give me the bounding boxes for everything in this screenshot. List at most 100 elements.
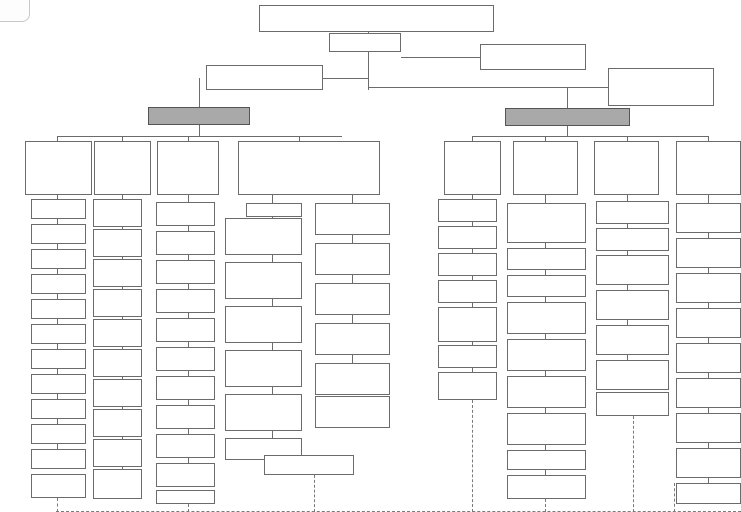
connector-line <box>188 226 189 232</box>
org-node[interactable] <box>438 372 497 400</box>
org-node[interactable] <box>225 438 302 460</box>
org-node[interactable] <box>225 262 302 299</box>
org-node[interactable] <box>596 392 669 416</box>
org-node[interactable] <box>31 424 86 444</box>
org-node[interactable] <box>676 378 741 408</box>
org-node[interactable] <box>594 141 659 195</box>
org-node[interactable] <box>93 199 142 227</box>
org-node[interactable] <box>31 224 86 244</box>
org-node[interactable] <box>93 319 142 347</box>
org-node[interactable] <box>93 409 142 437</box>
org-node[interactable] <box>676 203 741 233</box>
connector-line <box>472 136 473 142</box>
org-node[interactable] <box>225 350 302 387</box>
org-node[interactable] <box>507 450 586 470</box>
org-node[interactable] <box>608 68 714 106</box>
org-node[interactable] <box>93 469 142 499</box>
org-node[interactable] <box>31 274 86 294</box>
org-node[interactable] <box>480 44 586 70</box>
org-node[interactable] <box>156 231 215 255</box>
org-node[interactable] <box>507 203 586 243</box>
org-node[interactable] <box>507 339 586 371</box>
org-node[interactable] <box>438 280 497 303</box>
org-node[interactable] <box>676 141 741 195</box>
org-node[interactable] <box>225 394 302 431</box>
org-node[interactable] <box>93 439 142 467</box>
org-node[interactable] <box>156 260 215 284</box>
org-node[interactable] <box>93 349 142 377</box>
org-node[interactable] <box>507 413 586 445</box>
connector-line <box>627 251 628 256</box>
org-node[interactable] <box>507 302 586 334</box>
org-node[interactable] <box>507 376 586 408</box>
org-node[interactable] <box>31 374 86 394</box>
org-node[interactable] <box>676 343 741 373</box>
org-node[interactable] <box>596 290 669 320</box>
org-node[interactable] <box>156 202 215 226</box>
org-node[interactable] <box>156 289 215 313</box>
org-node[interactable] <box>596 255 669 285</box>
org-node[interactable] <box>156 434 215 458</box>
org-node[interactable] <box>507 248 586 270</box>
org-node[interactable] <box>93 289 142 317</box>
org-node[interactable] <box>438 199 497 222</box>
org-node[interactable] <box>31 299 86 319</box>
org-node[interactable] <box>676 483 741 504</box>
org-node[interactable] <box>25 141 92 195</box>
org-node[interactable] <box>507 475 586 499</box>
org-node[interactable] <box>315 363 390 395</box>
org-node[interactable] <box>596 325 669 355</box>
org-node[interactable] <box>246 203 302 217</box>
org-node[interactable] <box>93 379 142 407</box>
org-node[interactable] <box>315 283 390 315</box>
org-node[interactable] <box>156 463 215 487</box>
org-node[interactable] <box>676 413 741 443</box>
org-node[interactable] <box>507 275 586 297</box>
org-node[interactable] <box>438 307 497 342</box>
org-node-highlighted[interactable] <box>148 107 250 125</box>
org-node[interactable] <box>259 5 494 32</box>
org-node-highlighted[interactable] <box>505 108 630 126</box>
org-node[interactable] <box>444 141 501 195</box>
org-node[interactable] <box>238 141 380 195</box>
org-node[interactable] <box>315 323 390 355</box>
org-node[interactable] <box>156 490 215 504</box>
org-node[interactable] <box>315 243 390 275</box>
org-node[interactable] <box>676 238 741 268</box>
org-node[interactable] <box>156 347 215 371</box>
org-node[interactable] <box>596 228 669 251</box>
org-node[interactable] <box>596 360 669 390</box>
org-node[interactable] <box>31 249 86 269</box>
connector-line <box>472 222 473 227</box>
org-node[interactable] <box>225 218 302 255</box>
org-node[interactable] <box>31 199 86 219</box>
org-node[interactable] <box>156 405 215 429</box>
org-node[interactable] <box>206 65 323 90</box>
org-node[interactable] <box>93 259 142 287</box>
org-node[interactable] <box>31 349 86 369</box>
org-node[interactable] <box>329 33 401 52</box>
org-node[interactable] <box>31 324 86 344</box>
dashed-connector-line <box>472 400 473 512</box>
org-node[interactable] <box>31 474 86 498</box>
org-node[interactable] <box>438 226 497 249</box>
org-node[interactable] <box>676 308 741 338</box>
org-node[interactable] <box>225 306 302 343</box>
org-node[interactable] <box>31 449 86 469</box>
org-node[interactable] <box>438 345 497 368</box>
org-node[interactable] <box>157 141 219 195</box>
org-node[interactable] <box>438 253 497 276</box>
org-node[interactable] <box>596 201 669 224</box>
connector-line <box>567 87 568 109</box>
org-node[interactable] <box>513 141 578 195</box>
org-node[interactable] <box>676 273 741 303</box>
org-node[interactable] <box>676 448 741 478</box>
org-node[interactable] <box>264 455 354 475</box>
org-node[interactable] <box>156 376 215 400</box>
org-node[interactable] <box>156 318 215 342</box>
org-node[interactable] <box>315 396 390 428</box>
org-node[interactable] <box>31 399 86 419</box>
org-node[interactable] <box>93 229 142 257</box>
org-node[interactable] <box>315 203 390 235</box>
org-node[interactable] <box>94 141 151 195</box>
